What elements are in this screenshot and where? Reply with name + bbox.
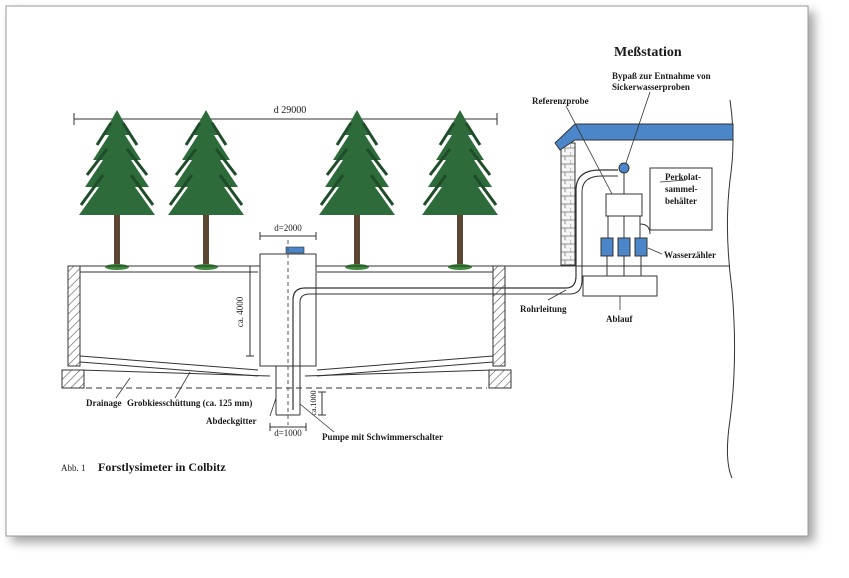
- depth-dimension: [246, 265, 254, 357]
- foot-left: [61, 369, 85, 389]
- wall-right: [492, 265, 506, 367]
- dim-sump-width-label: d=1000: [274, 428, 302, 438]
- gravel-label: Grobkiesschüttung (ca. 125 mm): [127, 398, 252, 408]
- reference-label: Referenzprobe: [532, 96, 589, 106]
- outlet-box: [582, 275, 658, 297]
- water-meter-1: [600, 237, 614, 257]
- percolate-tank: [649, 167, 713, 231]
- bypass-valve: [618, 162, 630, 174]
- outlet-label: Ablauf: [606, 314, 634, 324]
- station-wall-right: [726, 99, 736, 479]
- water-meter-2: [617, 237, 631, 257]
- dim-shaft-label: d=2000: [274, 223, 302, 233]
- water-meters: [600, 216, 651, 276]
- figure-title: Forstlysimeter in Colbitz: [98, 460, 226, 474]
- water-meter-3: [634, 237, 648, 257]
- figure-number: Abb. 1: [61, 463, 86, 473]
- percolate-label-2: sammel-: [665, 184, 698, 194]
- grid-label: Abdeckgitter: [206, 416, 257, 426]
- paper-sheet: [5, 5, 809, 537]
- station-brick-column: [560, 142, 576, 266]
- pipeline: [292, 169, 618, 410]
- percolate-label-1: Perkolat-: [665, 172, 701, 182]
- drainage-label: Drainage: [86, 398, 122, 408]
- sump-depth-dimension: [318, 391, 326, 416]
- bypass-label-2: Sickerwasserproben: [612, 82, 690, 92]
- dim-depth-label: ca. 4000: [235, 296, 245, 327]
- leader-lines: [115, 91, 687, 433]
- pipeline-label: Rohrleitung: [520, 304, 567, 314]
- wall-left: [67, 265, 81, 367]
- shaft-dimension: [259, 232, 317, 240]
- percolate-label-3: behälter: [665, 196, 697, 206]
- meter-label: Wasserzähler: [664, 250, 716, 260]
- station-title: Meßstation: [614, 45, 682, 60]
- pipeline-inner: [299, 175, 618, 410]
- soil-compartment-left: [79, 271, 271, 377]
- bypass-label-1: Bypaß zur Entnahme von: [612, 71, 711, 81]
- soil-compartment-right: [304, 271, 494, 377]
- dim-width-label: d 29000: [274, 105, 307, 116]
- foot-right: [488, 369, 512, 389]
- dim-sump-depth-label: ca.1000: [309, 390, 318, 415]
- sump-width-dimension: [269, 423, 307, 431]
- dimension-width: [73, 113, 498, 125]
- pipe-cap: [285, 246, 305, 254]
- pump-label: Pumpe mit Schwimmerschalter: [322, 432, 443, 442]
- reference-sampler: [605, 193, 643, 217]
